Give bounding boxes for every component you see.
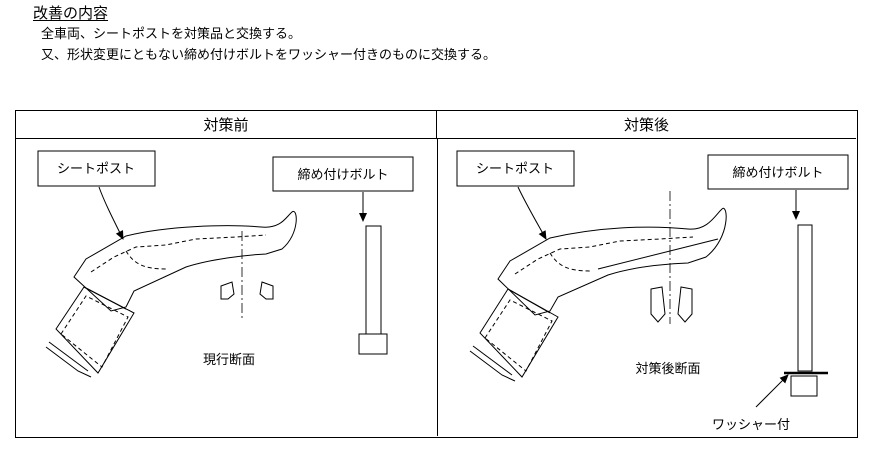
before-header: 対策前 — [16, 111, 437, 139]
seatpost-label-box — [37, 150, 156, 187]
after-diagram: シートポスト 締め付けボルト 対策後断面 ワッシャー付 — [456, 150, 849, 433]
column-divider — [437, 139, 438, 436]
bolt-drawing — [358, 225, 388, 355]
section-label: 対策後断面 — [635, 361, 700, 377]
description-line-2: 又、形状変更にともない締め付けボルトをワッシャー付きのものに交換する。 — [41, 48, 497, 63]
washer-arrow — [755, 374, 789, 408]
seatpost-arrow — [98, 186, 124, 240]
bolt-label-box — [707, 154, 849, 190]
seatpost-drawing — [45, 211, 297, 378]
cross-section-drawing — [650, 286, 693, 323]
seatpost-arrow — [517, 186, 547, 240]
section-label: 現行断面 — [203, 353, 255, 368]
bolt-label-box — [272, 156, 414, 192]
seatpost-label-box — [456, 150, 575, 187]
comparison-table: 対策前 対策後 シートポスト 締め付けボルト — [15, 110, 858, 438]
cross-section-drawing — [220, 281, 274, 300]
before-diagram: シートポスト 締め付けボルト 現行断面 — [37, 150, 414, 378]
bolt-label: 締め付けボルト — [297, 167, 388, 183]
bolt-drawing — [784, 224, 828, 397]
seatpost-drawing — [469, 207, 727, 382]
after-header: 対策後 — [437, 111, 856, 139]
section-heading: 改善の内容 — [33, 4, 109, 22]
bolt-label: 締め付けボルト — [732, 165, 823, 181]
seatpost-label: シートポスト — [476, 162, 554, 177]
washer-label: ワッシャー付 — [712, 418, 790, 433]
seatpost-label: シートポスト — [57, 162, 135, 177]
description-line-1: 全車両、シートポストを対策品と交換する。 — [41, 27, 302, 42]
